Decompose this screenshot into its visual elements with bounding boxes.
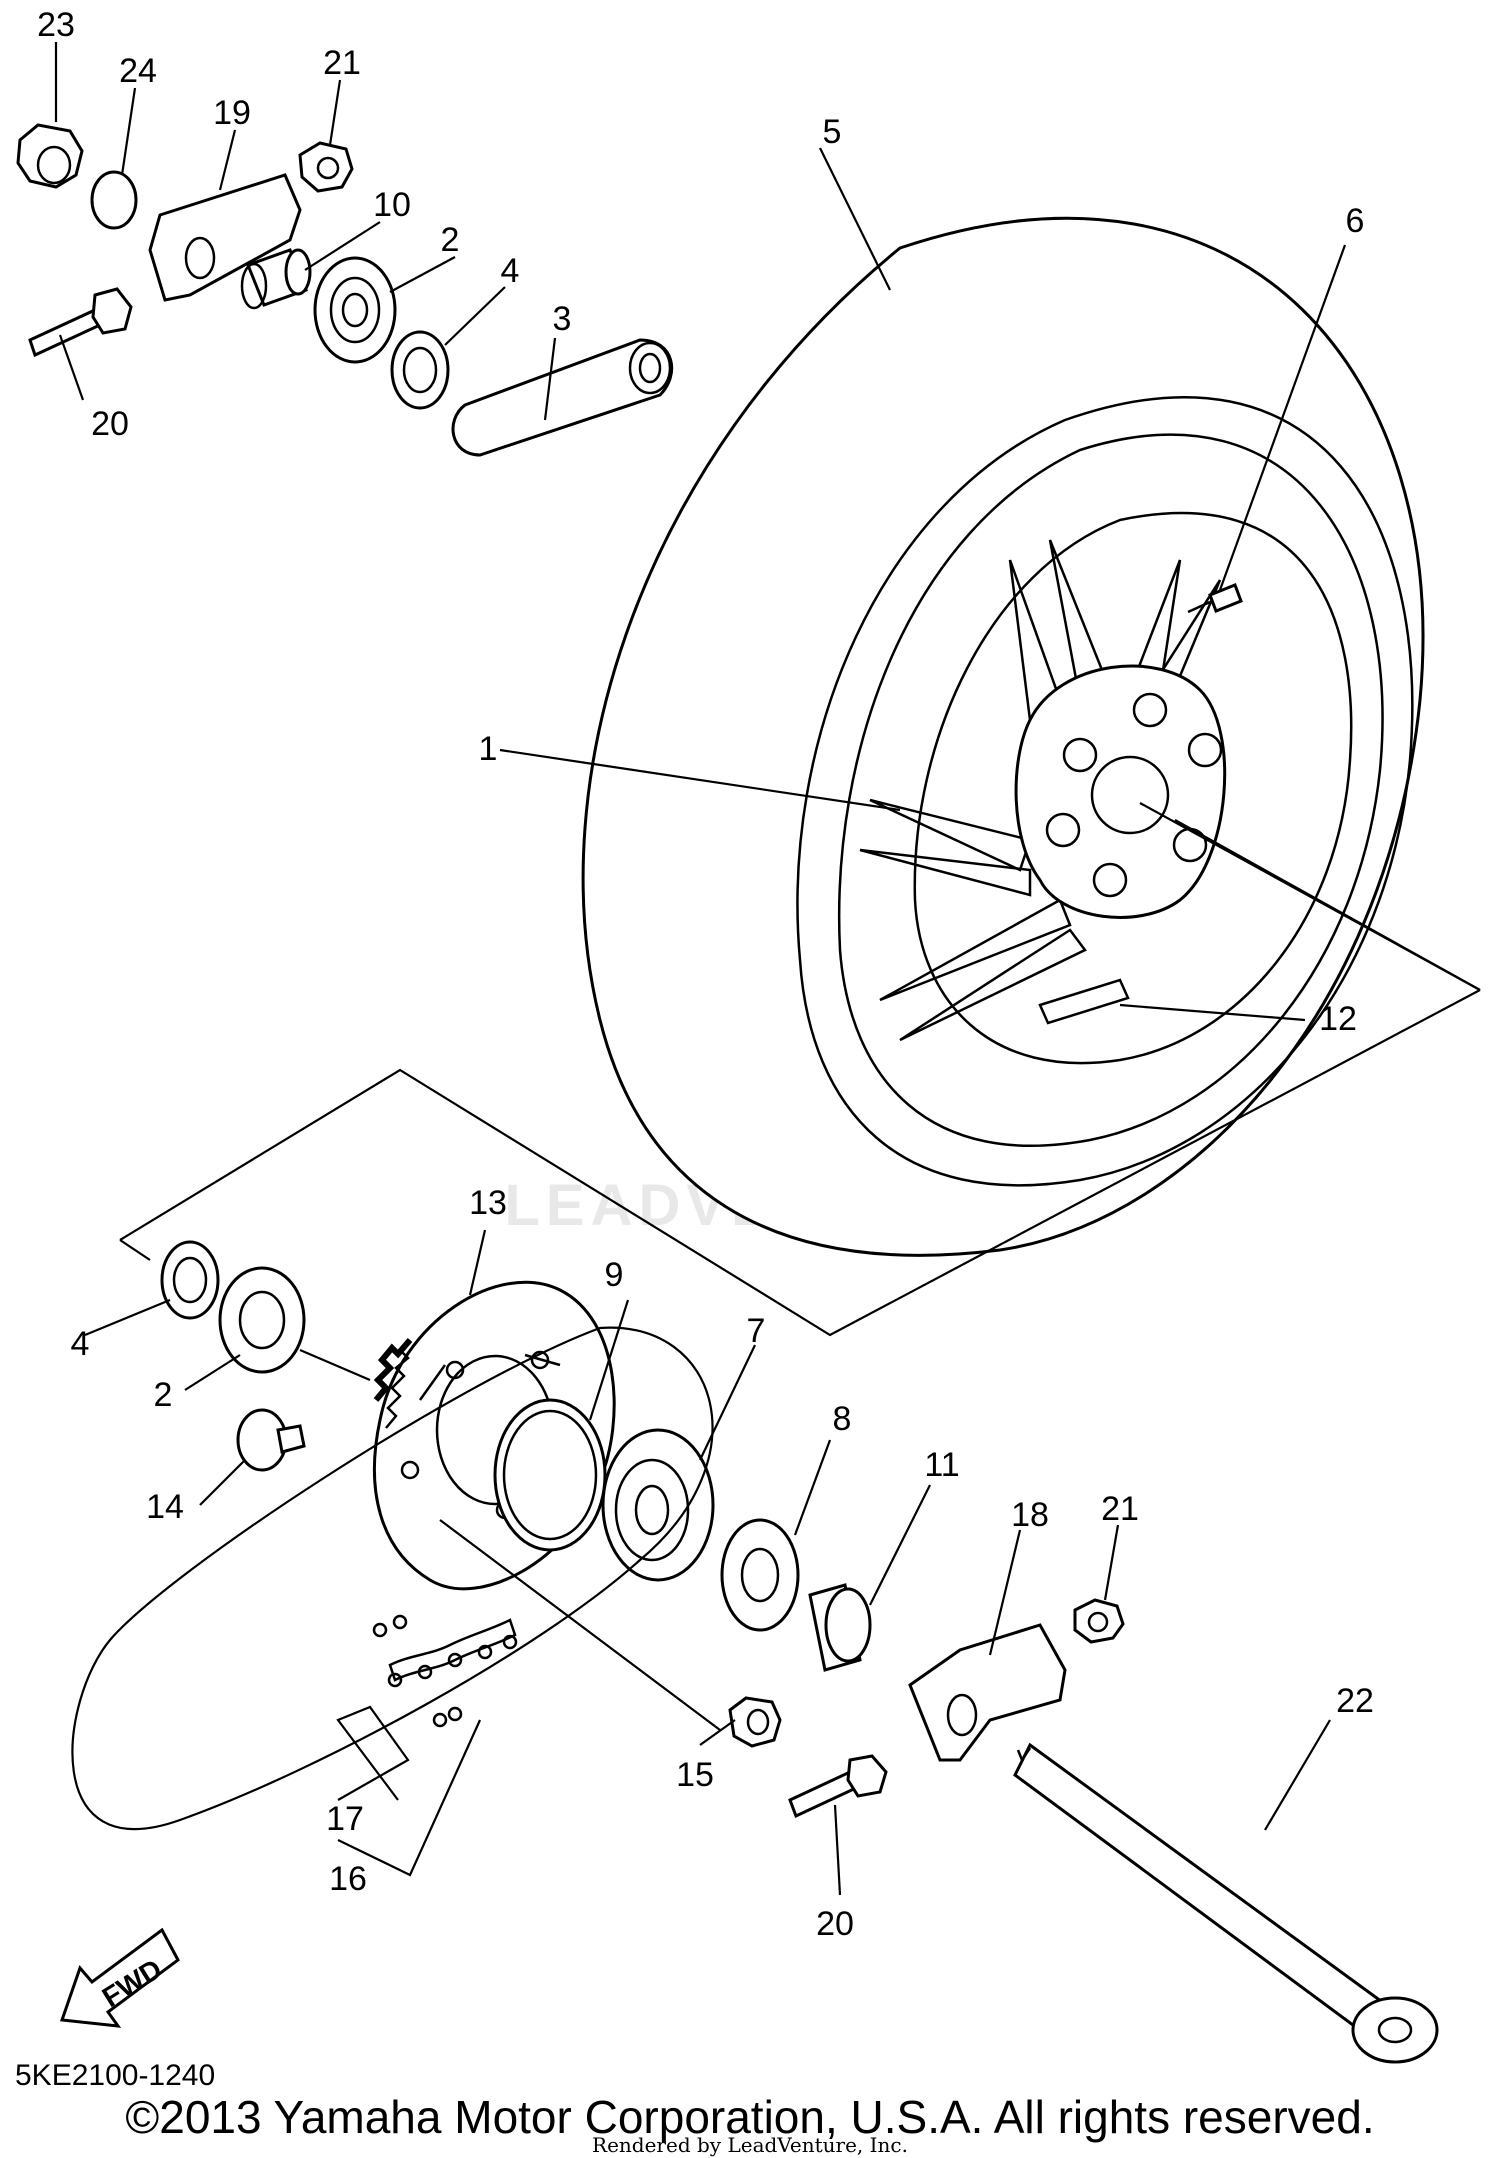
callout-10: 10 (373, 186, 411, 224)
bearing-upper[interactable] (313, 256, 397, 364)
collar-right[interactable] (808, 1583, 872, 1672)
callout-16: 16 (329, 1860, 367, 1898)
callout-13: 13 (469, 1184, 507, 1222)
rendered-by-notice: Rendered by LeadVenture, Inc. (592, 2133, 908, 2157)
callout-6: 6 (1346, 202, 1365, 240)
callout-11: 11 (924, 1446, 959, 1484)
callout-2a: 2 (441, 221, 460, 259)
callout-20b: 20 (816, 1905, 854, 1943)
rear-wheel-tire[interactable] (581, 216, 1425, 1257)
callout-14: 14 (146, 1488, 184, 1526)
callout-5: 5 (823, 113, 842, 151)
callout-2b: 2 (154, 1376, 173, 1414)
bearing-sprocket[interactable] (720, 1518, 800, 1632)
sprocket-bolt[interactable] (236, 1408, 306, 1472)
o-ring[interactable] (493, 1398, 607, 1552)
spacer-washer-lower[interactable] (160, 1240, 220, 1320)
oil-seal[interactable] (601, 1428, 715, 1582)
chain-puller-left[interactable] (148, 173, 302, 302)
adjusting-bolt-right[interactable] (788, 1754, 888, 1819)
bearing-lower[interactable] (218, 1266, 306, 1374)
callout-17: 17 (326, 1800, 364, 1838)
washer[interactable] (90, 170, 138, 230)
forward-arrow-icon: FWD (59, 1927, 180, 2028)
callout-21b: 21 (1101, 1490, 1139, 1528)
copyright-notice: ©2013 Yamaha Motor Corporation, U.S.A. A… (125, 2091, 1374, 2143)
callout-8: 8 (833, 1400, 852, 1438)
callout-24: 24 (119, 52, 157, 90)
flange-nut[interactable] (298, 141, 354, 193)
chain-joint-bracket-17 (336, 1705, 410, 1801)
rear-axle[interactable] (1013, 1742, 1439, 2064)
callout-9: 9 (605, 1256, 624, 1294)
callout-18: 18 (1011, 1496, 1049, 1534)
chain-joint-bracket-16 (337, 1719, 482, 1877)
diagram-code: 5KE2100-1240 (15, 2059, 215, 2092)
chain-puller-right[interactable] (908, 1623, 1067, 1762)
callout-12: 12 (1319, 1000, 1357, 1038)
spacer-washer-upper[interactable] (390, 330, 450, 410)
callout-3: 3 (553, 300, 572, 338)
callout-22: 22 (1336, 1682, 1374, 1720)
callout-7: 7 (747, 1312, 766, 1350)
callout-numbers: 23 24 19 21 10 2 4 3 20 5 6 1 12 13 9 4 … (37, 6, 1374, 1943)
callout-4a: 4 (501, 252, 520, 290)
flange-nut-right[interactable] (1073, 1598, 1125, 1644)
drive-chain[interactable] (71, 1326, 714, 1830)
sprocket-nut[interactable] (728, 1696, 782, 1748)
callout-20a: 20 (91, 405, 129, 443)
collar-left[interactable] (240, 248, 312, 310)
callout-15: 15 (676, 1756, 714, 1794)
callout-23: 23 (37, 6, 75, 44)
callout-4b: 4 (71, 1325, 90, 1363)
adjusting-bolt-left[interactable] (28, 287, 133, 358)
callout-21a: 21 (323, 44, 361, 82)
leader-lines (54, 42, 1481, 1896)
callout-1: 1 (479, 730, 498, 768)
callout-19: 19 (213, 94, 251, 132)
spacer-tube[interactable] (451, 338, 674, 457)
axle-nut[interactable] (16, 123, 84, 189)
